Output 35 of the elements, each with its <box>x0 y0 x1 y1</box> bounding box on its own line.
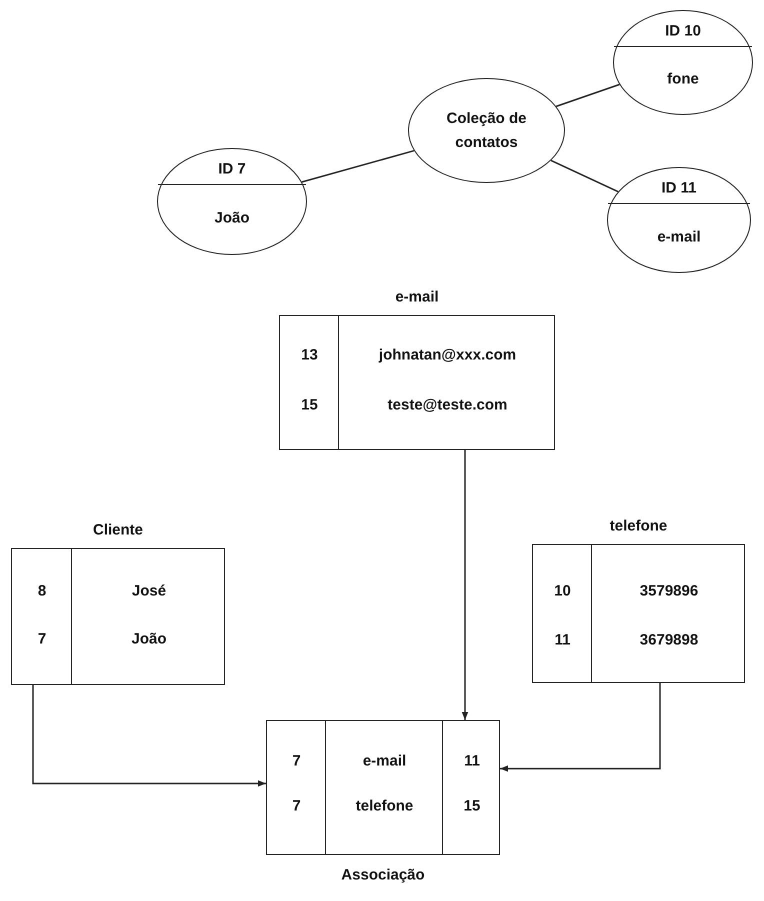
ellipse-label: Coleção de contatos <box>445 108 528 152</box>
table-cell-text: telefone <box>356 798 414 814</box>
connector-line <box>556 84 620 108</box>
table-cell-text: José <box>132 582 166 600</box>
ellipse-label: João <box>214 210 250 226</box>
table-cell-text: 8 <box>38 582 46 600</box>
table-cell-text: 7 <box>38 630 46 648</box>
table-cell-text: João <box>132 630 166 648</box>
table-title: Associação <box>341 866 425 884</box>
table-cell-text: 15 <box>464 798 480 814</box>
table-title: e-mail <box>395 288 439 306</box>
table-cell-text: teste@teste.com <box>388 396 508 414</box>
table-cell-text: e-mail <box>362 752 406 770</box>
ellipse-title: ID 10 <box>665 22 701 39</box>
connector-line <box>550 160 618 192</box>
arrow <box>462 450 468 720</box>
table-title: telefone <box>610 518 668 534</box>
table-title: Cliente <box>93 522 143 538</box>
ellipse-label: e-mail <box>657 228 701 245</box>
ellipse-title: ID 7 <box>218 160 246 177</box>
ellipse-label: fone <box>667 70 699 88</box>
connector-line <box>302 150 414 183</box>
arrow <box>32 685 266 787</box>
table-cell-text: 11 <box>464 752 480 770</box>
table-cell-text: 15 <box>301 396 318 414</box>
table-cell-text: 13 <box>301 346 318 364</box>
table-cell-text: 11 <box>554 632 570 648</box>
ellipse-title: ID 11 <box>661 179 697 196</box>
arrow <box>500 683 661 772</box>
table-cell-text: johnatan@xxx.com <box>378 346 516 364</box>
table-cell-text: 3579896 <box>640 582 698 600</box>
table-cell-text: 3679898 <box>640 632 698 648</box>
table-cell-text: 7 <box>292 752 301 770</box>
table-cell-text: 10 <box>554 582 571 600</box>
table-cell-text: 7 <box>292 798 301 814</box>
